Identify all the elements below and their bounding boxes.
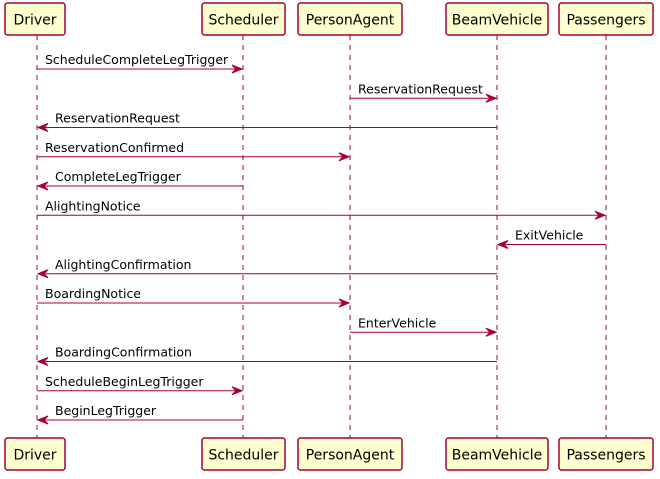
- participant-label: Scheduler: [208, 13, 278, 29]
- message-label: BoardingConfirmation: [55, 345, 192, 360]
- arrow-head-icon: [231, 386, 244, 396]
- participant-beamvehicle-bottom: BeamVehicle: [445, 437, 549, 471]
- participant-label: Driver: [13, 448, 56, 464]
- message-3: ReservationRequest: [36, 111, 497, 132]
- arrow-head-icon: [36, 269, 49, 279]
- message-label: AlightingNotice: [45, 198, 141, 213]
- message-12: ScheduleBeginLegTrigger: [37, 374, 244, 396]
- participant-box: [445, 437, 549, 471]
- participant-label: PersonAgent: [306, 13, 395, 29]
- participant-passengers-top: Passengers: [558, 2, 654, 36]
- participant-box: [201, 437, 286, 471]
- participant-label: BeamVehicle: [452, 13, 543, 29]
- message-label: ExitVehicle: [515, 228, 584, 243]
- arrow-head-icon: [338, 152, 351, 162]
- participant-box: [445, 2, 549, 36]
- message-label: ScheduleCompleteLegTrigger: [45, 52, 229, 67]
- message-label: ReservationRequest: [358, 81, 483, 96]
- participant-box: [4, 437, 66, 471]
- participant-label: PersonAgent: [306, 448, 395, 464]
- message-1: ScheduleCompleteLegTrigger: [37, 52, 244, 74]
- message-label: BeginLegTrigger: [55, 403, 157, 418]
- participant-label: BeamVehicle: [452, 448, 543, 464]
- message-13: BeginLegTrigger: [36, 403, 243, 425]
- message-7: ExitVehicle: [496, 228, 606, 249]
- participant-box: [297, 437, 403, 471]
- arrow-head-icon: [338, 298, 351, 308]
- message-6: AlightingNotice: [37, 198, 607, 220]
- messages: ScheduleCompleteLegTriggerReservationReq…: [36, 52, 607, 425]
- message-label: BoardingNotice: [45, 286, 141, 301]
- arrow-head-icon: [231, 64, 244, 74]
- message-4: ReservationConfirmed: [37, 140, 351, 162]
- participant-beamvehicle-top: BeamVehicle: [445, 2, 549, 36]
- participant-box: [297, 2, 403, 36]
- arrow-head-icon: [36, 181, 49, 191]
- message-label: ScheduleBeginLegTrigger: [45, 374, 204, 389]
- participant-personagent-top: PersonAgent: [297, 2, 403, 36]
- participant-personagent-bottom: PersonAgent: [297, 437, 403, 471]
- message-11: BoardingConfirmation: [36, 345, 497, 366]
- message-label: ReservationConfirmed: [45, 140, 184, 155]
- participant-scheduler-top: Scheduler: [201, 2, 286, 36]
- participant-label: Scheduler: [208, 448, 278, 464]
- participant-driver-top: Driver: [4, 2, 66, 36]
- message-label: AlightingConfirmation: [55, 257, 191, 272]
- arrow-head-icon: [36, 123, 49, 132]
- message-8: AlightingConfirmation: [36, 257, 497, 279]
- message-label: EnterVehicle: [358, 315, 437, 330]
- participant-passengers-bottom: Passengers: [558, 437, 654, 471]
- arrow-head-icon: [36, 357, 49, 366]
- arrow-head-icon: [485, 93, 498, 103]
- participant-scheduler-bottom: Scheduler: [201, 437, 286, 471]
- message-label: ReservationRequest: [55, 111, 180, 126]
- participant-box: [558, 437, 654, 471]
- participant-box: [4, 2, 66, 36]
- participant-box: [201, 2, 286, 36]
- participant-label: Passengers: [566, 13, 645, 29]
- arrow-head-icon: [594, 210, 607, 220]
- participant-driver-bottom: Driver: [4, 437, 66, 471]
- arrow-head-icon: [36, 415, 49, 425]
- participant-label: Passengers: [566, 448, 645, 464]
- message-10: EnterVehicle: [350, 315, 498, 337]
- arrow-head-icon: [485, 327, 498, 337]
- message-label: CompleteLegTrigger: [55, 169, 182, 184]
- participant-label: Driver: [13, 13, 56, 29]
- participant-box: [558, 2, 654, 36]
- participants-bottom: Driver Scheduler PersonAgent BeamVehicle Pas…: [4, 437, 654, 471]
- arrow-head-icon: [496, 240, 509, 249]
- message-2: ReservationRequest: [350, 81, 498, 103]
- lifelines: [36, 35, 607, 438]
- message-5: CompleteLegTrigger: [36, 169, 243, 191]
- participants-top: Driver Scheduler PersonAgent BeamVehicle Pas…: [4, 2, 654, 36]
- message-9: BoardingNotice: [37, 286, 351, 308]
